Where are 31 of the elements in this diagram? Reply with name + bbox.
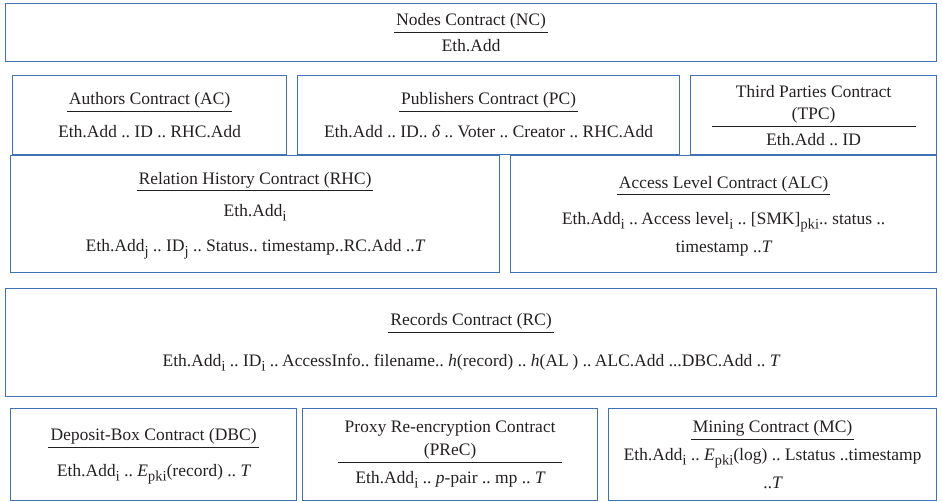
contract-box (5, 3, 937, 62)
contract-title: Deposit-Box Contract (DBC) (48, 422, 259, 448)
contract-title: Records Contract (RC) (388, 308, 554, 334)
contract-title: Access Level Contract (ALC) (616, 170, 830, 196)
contract-title: Publishers Contract (PC) (399, 87, 578, 112)
field-list: Eth.Add$_{i}$ .. p-pair .. mp .. T (355, 466, 545, 494)
contract-box (608, 408, 937, 501)
contract-title: Nodes Contract (NC) (394, 8, 548, 33)
contract-title: Relation History Contract (RHC) (136, 166, 374, 192)
field-list: Eth.Add$_{i}$ .. Access level$_{i}$ .. [SMK]$_{pki}$.. status .. timestamp ..T (525, 207, 922, 258)
field-list: Eth.Add$_{i}$ .. E$_{pki}$(log) .. Lstatus ..timestamp ..T (623, 443, 922, 494)
contract-box (5, 288, 937, 397)
field-list: Eth.Add$_{j}$ .. ID$_{j}$ .. Status.. timestamp..RC.Add ..T (86, 234, 424, 262)
contract-title: Authors Contract (AC) (66, 87, 232, 112)
contract-box (10, 408, 297, 501)
field-list: Eth.Add$_{i}$ (224, 198, 286, 226)
contract-box (12, 75, 287, 155)
field-list: Eth.Add (442, 34, 500, 57)
contract-box (297, 75, 680, 155)
contract-box (510, 155, 937, 273)
field-list: Eth.Add$_{i}$ .. E$_{pki}$(record) .. T (56, 458, 250, 486)
contract-title: Proxy Re-encryption Contract (PReC) (338, 415, 562, 463)
contract-box (690, 75, 937, 155)
field-list: Eth.Add$_{i}$ .. ID$_{i}$ .. AccessInfo.. filename.. h(record) .. h(AL ) .. ALC.Add ...DBC.Add .. T (162, 349, 780, 377)
contract-title: Mining Contract (MC) (690, 415, 854, 440)
field-list: Eth.Add .. ID.. δ .. Voter .. Creator .. RHC.Add (324, 120, 654, 143)
contract-box (10, 155, 500, 273)
field-list: Eth.Add .. ID (766, 128, 861, 150)
field-list: Eth.Add .. ID .. RHC.Add (58, 120, 241, 143)
contract-title: Third Parties Contract (TPC) (712, 80, 916, 128)
contract-box (302, 408, 598, 501)
